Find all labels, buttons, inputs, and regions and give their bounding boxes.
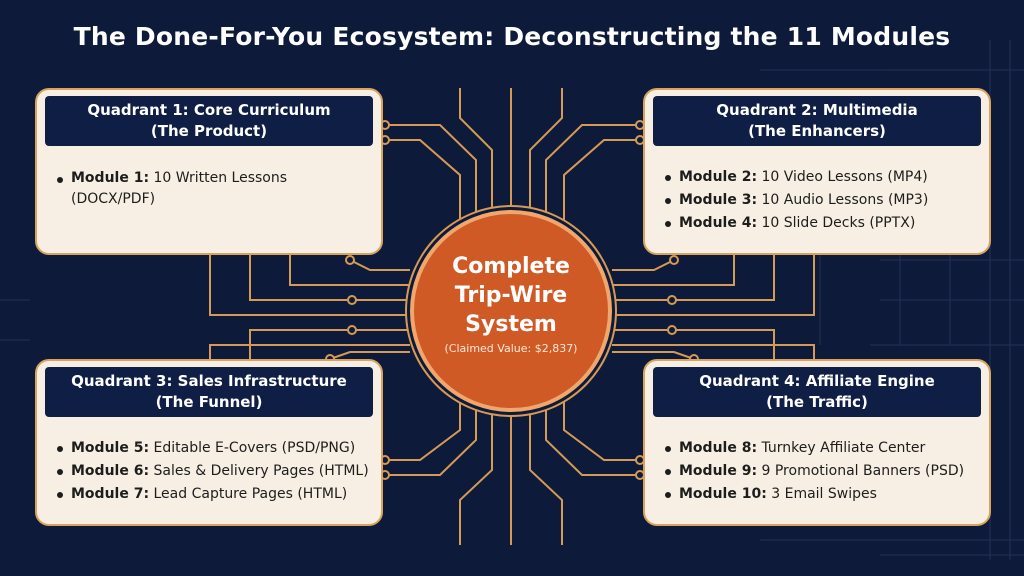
quadrant-2-card: Quadrant 2: Multimedia (The Enhancers) M… [643,88,991,255]
module-text-cont: (DOCX/PDF) [71,191,156,207]
quadrant-3-header: Quadrant 3: Sales Infrastructure (The Fu… [45,367,373,417]
module-label: Module 7: [71,486,150,502]
module-text: Lead Capture Pages (HTML) [153,486,348,502]
quadrant-3-subtitle: (The Funnel) [155,393,263,411]
module-label: Module 4: [679,215,758,231]
quadrant-2-list: Module 2: 10 Video Lessons (MP4) Module … [655,166,979,235]
list-item: Module 3: 10 Audio Lessons (MP3) [665,189,979,212]
hub-claimed-value: (Claimed Value: $2,837) [444,342,578,355]
module-label: Module 9: [679,463,758,479]
module-label: Module 5: [71,440,150,456]
list-item: Module 9: 9 Promotional Banners (PSD) [665,460,979,483]
quadrant-2-header: Quadrant 2: Multimedia (The Enhancers) [653,96,981,146]
quadrant-1-header: Quadrant 1: Core Curriculum (The Product… [45,96,373,146]
list-item: Module 2: 10 Video Lessons (MP4) [665,166,979,189]
quadrant-2-title: Quadrant 2: Multimedia [716,101,918,119]
module-text: 3 Email Swipes [771,486,877,502]
module-text: 10 Slide Decks (PPTX) [761,215,916,231]
module-text: 10 Video Lessons (MP4) [761,169,928,185]
central-hub: Complete Trip-Wire System (Claimed Value… [410,210,612,412]
quadrant-2-subtitle: (The Enhancers) [748,122,886,140]
page-title: The Done-For-You Ecosystem: Deconstructi… [73,22,951,51]
module-text: 9 Promotional Banners (PSD) [761,463,965,479]
module-text: 10 Audio Lessons (MP3) [761,192,929,208]
module-label: Module 10: [679,486,767,502]
list-item: Module 6: Sales & Delivery Pages (HTML) [57,460,371,483]
module-label: Module 6: [71,463,150,479]
quadrant-4-header: Quadrant 4: Affiliate Engine (The Traffi… [653,367,981,417]
list-item: Module 4: 10 Slide Decks (PPTX) [665,212,979,235]
quadrant-3-card: Quadrant 3: Sales Infrastructure (The Fu… [35,359,383,526]
list-item: Module 1: 10 Written Lessons (DOCX/PDF) [57,168,371,210]
hub-title: Complete Trip-Wire System [414,252,608,339]
hub-title-line-1: Complete [452,254,570,279]
quadrant-3-title: Quadrant 3: Sales Infrastructure [71,372,347,390]
quadrant-1-subtitle: (The Product) [150,122,268,140]
list-item: Module 10: 3 Email Swipes [665,483,979,506]
list-item: Module 8: Turnkey Affiliate Center [665,437,979,460]
list-item: Module 7: Lead Capture Pages (HTML) [57,483,371,506]
quadrant-4-title: Quadrant 4: Affiliate Engine [699,372,935,390]
module-label: Module 1: [71,170,150,186]
quadrant-3-list: Module 5: Editable E-Covers (PSD/PNG) Mo… [47,437,371,506]
quadrant-4-list: Module 8: Turnkey Affiliate Center Modul… [655,437,979,506]
quadrant-4-card: Quadrant 4: Affiliate Engine (The Traffi… [643,359,991,526]
module-label: Module 3: [679,192,758,208]
quadrant-4-subtitle: (The Traffic) [766,393,868,411]
circuit-traces [209,88,815,545]
module-text: Turnkey Affiliate Center [761,440,926,456]
module-text: 10 Written Lessons [153,170,288,186]
module-text: Editable E-Covers (PSD/PNG) [153,440,356,456]
quadrant-1-card: Quadrant 1: Core Curriculum (The Product… [35,88,383,255]
module-label: Module 2: [679,169,758,185]
module-label: Module 8: [679,440,758,456]
quadrant-1-title: Quadrant 1: Core Curriculum [87,101,331,119]
hub-title-line-3: System [465,312,557,337]
list-item: Module 5: Editable E-Covers (PSD/PNG) [57,437,371,460]
hub-title-line-2: Trip-Wire [454,283,568,308]
quadrant-1-list: Module 1: 10 Written Lessons (DOCX/PDF) [47,168,371,210]
module-text: Sales & Delivery Pages (HTML) [153,463,369,479]
